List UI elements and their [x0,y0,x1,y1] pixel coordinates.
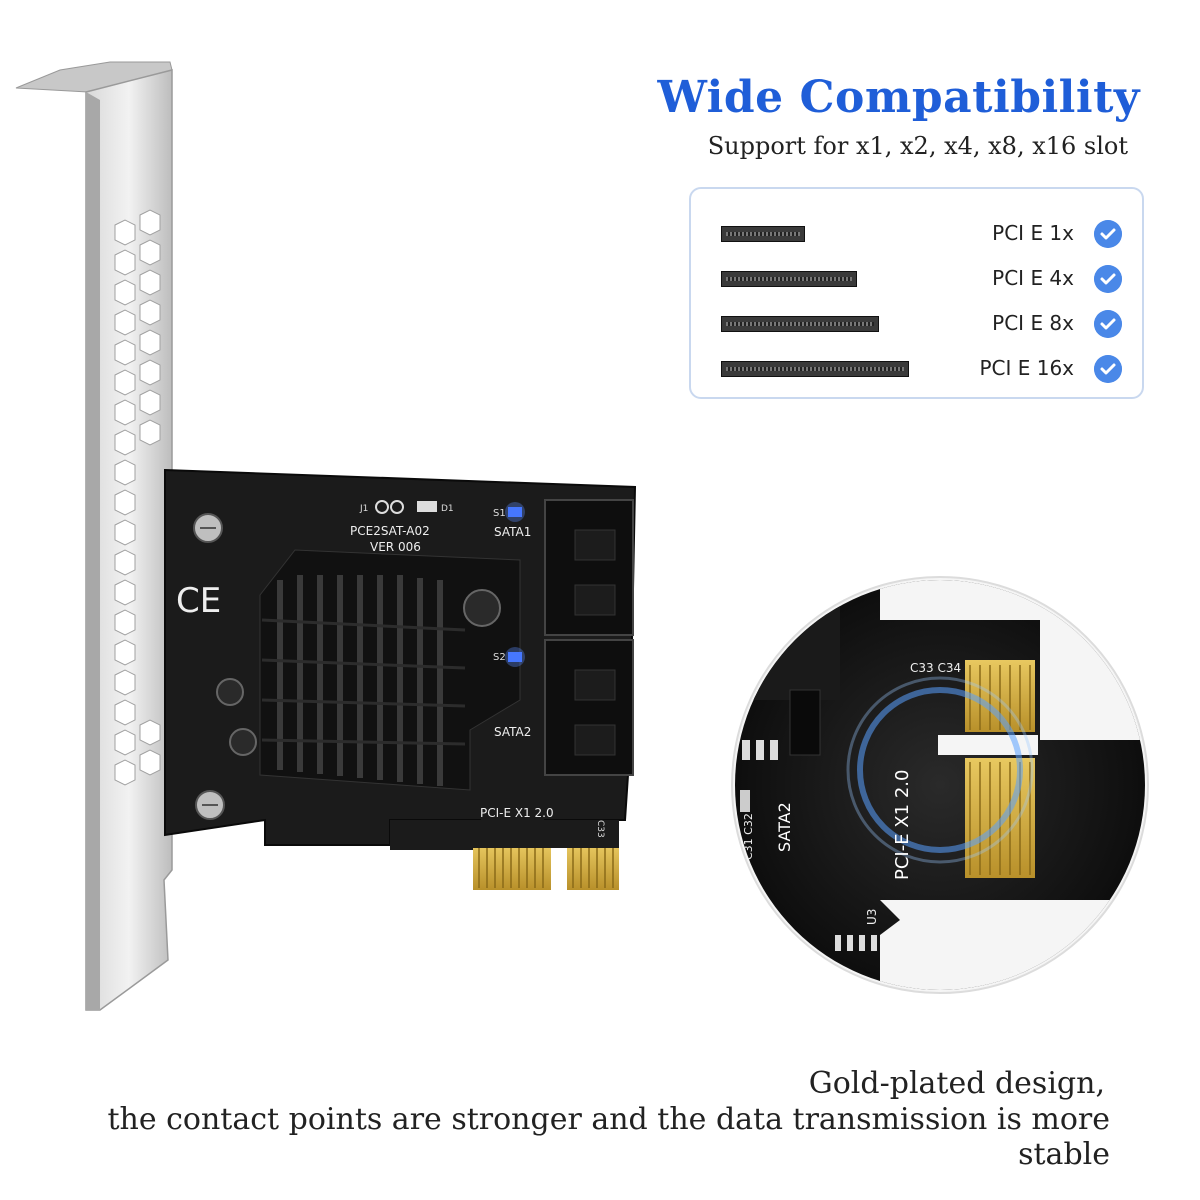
card-version: VER 006 [370,540,421,554]
label-j1: J1 [359,504,368,514]
zoom-interface-label: PCI-E X1 2.0 [892,770,913,880]
ce-mark: CE [176,581,221,621]
headline-title: Wide Compatibility [657,72,1140,123]
compat-row-16x: PCI E 16x [691,349,1142,389]
card-interface-label: PCI-E X1 2.0 [480,806,554,820]
slot-8x-icon [721,316,879,332]
compat-label: PCI E 16x [979,356,1074,380]
label-d1: D1 [441,504,454,514]
check-circle-icon [1094,265,1122,293]
headline-subtitle: Support for x1, x2, x4, x8, x16 slot [707,132,1128,160]
check-circle-icon [1094,355,1122,383]
compatibility-panel: PCI E 1x PCI E 4x PCI E 8x PCI E 16x [689,187,1144,399]
compat-row-8x: PCI E 8x [691,304,1142,344]
label-s2: S2 [493,652,506,663]
compat-label: PCI E 8x [992,311,1074,335]
card-model: PCE2SAT-A02 [350,524,430,538]
compat-row-4x: PCI E 4x [691,259,1142,299]
zoom-caps-label: C33 C34 [910,661,961,675]
product-illustration: J1 D1 S1 S2 PCE2SAT-A02 VER 006 SATA1 SA… [15,61,1149,1011]
card-port1-label: SATA1 [494,525,531,539]
compat-label: PCI E 4x [992,266,1074,290]
mounting-bracket [15,61,173,1011]
check-circle-icon [1094,220,1122,248]
card-c33-label: C33 [595,820,605,838]
slot-4x-icon [721,271,857,287]
sata-port-1 [544,499,634,636]
pcie-card: J1 D1 S1 S2 PCE2SAT-A02 VER 006 SATA1 SA… [164,468,637,890]
zoom-detail: C33 C34 PCI-E X1 2.0 SATA2 C31 C32 U3 [731,576,1149,994]
zoom-caps2-label: C31 C32 [742,813,755,860]
compat-label: PCI E 1x [992,221,1074,245]
gold-fingers-zoom [965,660,1035,878]
compat-row-1x: PCI E 1x [691,214,1142,254]
slot-16x-icon [721,361,909,377]
led-sata2 [508,652,522,662]
sata-port-2 [544,639,634,776]
caption-line-2: the contact points are stronger and the … [107,1102,1110,1172]
gold-fingers-card [390,820,619,890]
zoom-port-label: SATA2 [775,802,794,852]
zoom-u3-label: U3 [865,909,879,925]
capacitor [463,589,501,627]
slot-1x-icon [721,226,805,242]
caption-line-1: Gold-plated design, [808,1066,1105,1101]
heatsink [259,549,521,791]
card-port2-label: SATA2 [494,725,531,739]
label-s1: S1 [493,508,506,519]
led-sata1 [508,507,522,517]
check-circle-icon [1094,310,1122,338]
